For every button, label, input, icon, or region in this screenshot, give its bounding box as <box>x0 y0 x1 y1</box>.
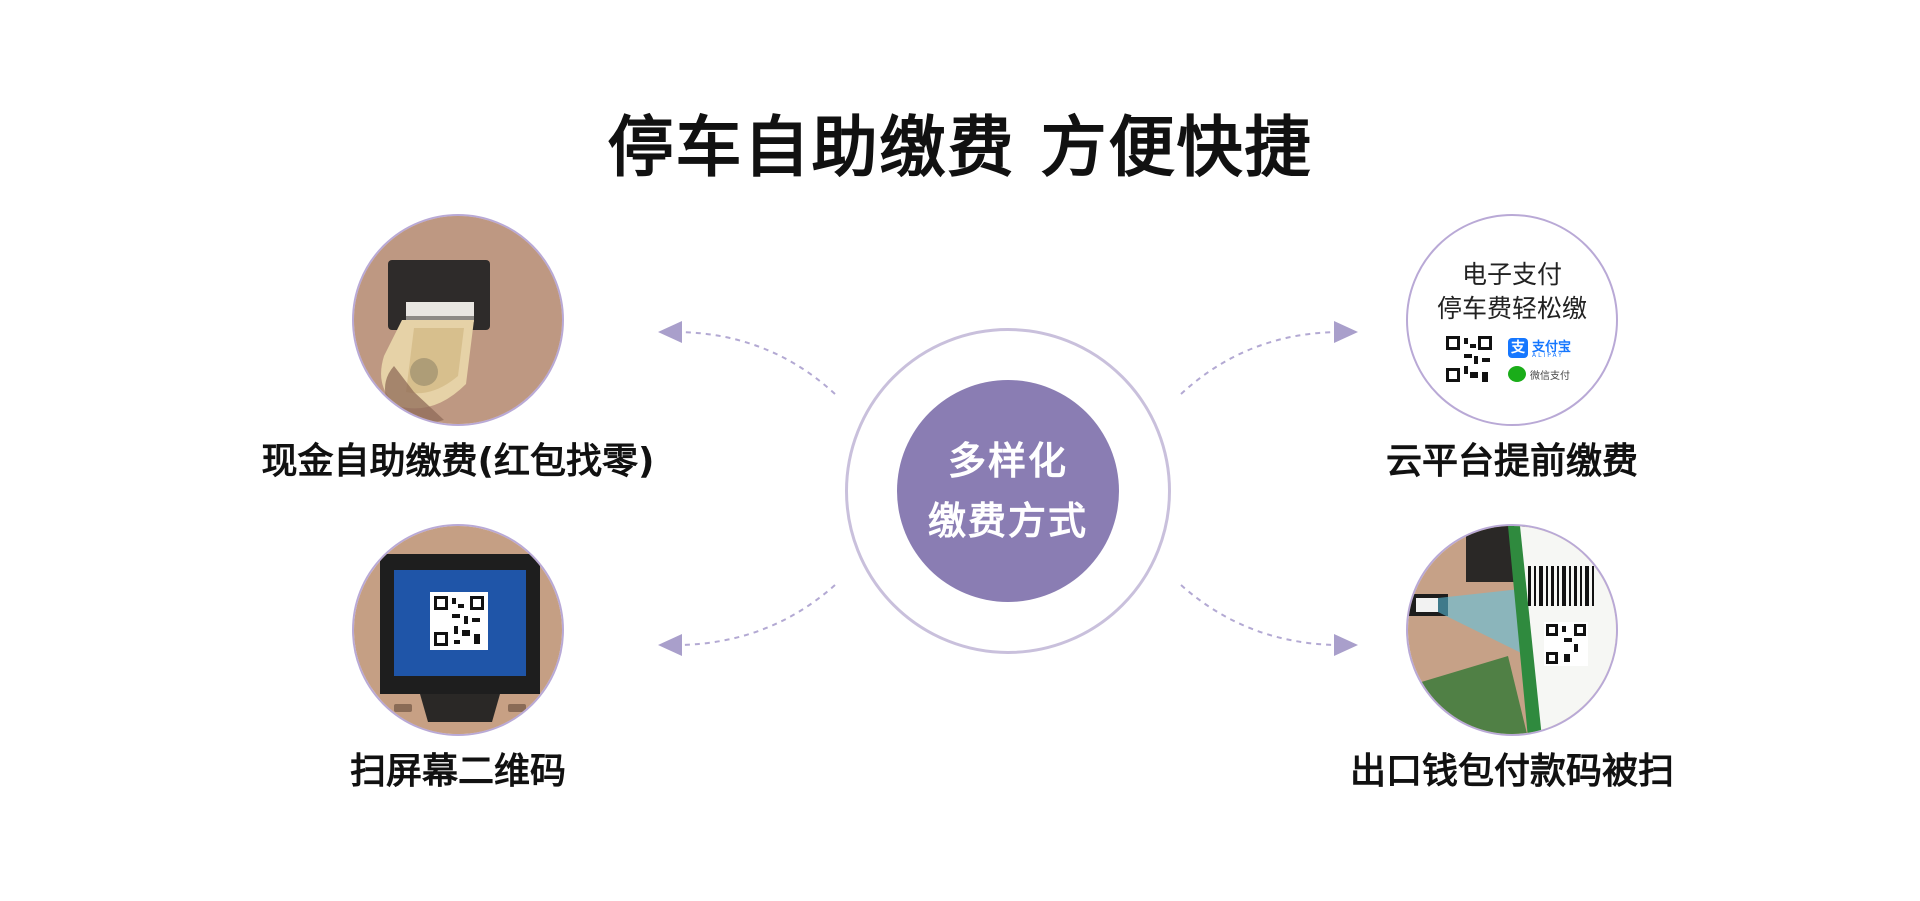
page-title: 停车自助缴费 方便快捷 <box>607 109 1313 186</box>
barcode-icon <box>1528 566 1594 606</box>
arrow-head-top-left <box>658 321 682 343</box>
screen-qr-image <box>352 524 564 736</box>
cash-payment-label: 现金自助缴费(红包找零) <box>261 441 655 482</box>
exit-wallet-scan-label: 出口钱包付款码被扫 <box>1349 751 1674 792</box>
hub-line-2: 缴费方式 <box>927 499 1088 543</box>
wechat-pay-name: 微信支付 <box>1530 371 1570 382</box>
connector-bottom-right <box>1180 584 1337 646</box>
alipay-sub: ALIPAY <box>1532 352 1564 359</box>
cash-payment-image <box>352 214 564 426</box>
arrow-head-bottom-right <box>1334 634 1358 656</box>
cloud-payment-label: 云平台提前缴费 <box>1385 441 1638 482</box>
hub-line-1: 多样化 <box>947 439 1068 483</box>
wechat-pay-icon <box>1508 366 1526 382</box>
arrow-head-top-right <box>1334 321 1358 343</box>
qr-code-icon <box>1544 622 1588 666</box>
banknote-icon <box>381 320 474 424</box>
screen-qr-label: 扫屏幕二维码 <box>349 751 566 792</box>
qr-code-icon <box>1444 334 1494 384</box>
hub-circle: 多样化 缴费方式 <box>897 380 1119 602</box>
connector-bottom-left <box>679 584 836 646</box>
connector-top-right <box>1180 331 1337 395</box>
arrow-head-bottom-left <box>658 634 682 656</box>
badge-line-2: 停车费轻松缴 <box>1436 294 1587 323</box>
exit-wallet-scan-image <box>1406 524 1618 736</box>
qr-code-icon <box>434 596 484 646</box>
e-payment-badge: 电子支付 停车费轻松缴 支 支付宝 ALIPAY 微信支付 <box>1406 214 1618 426</box>
alipay-icon: 支 <box>1508 338 1528 358</box>
alipay-name: 支付宝 <box>1532 340 1572 355</box>
badge-line-1: 电子支付 <box>1461 260 1562 289</box>
connector-top-left <box>679 331 836 395</box>
